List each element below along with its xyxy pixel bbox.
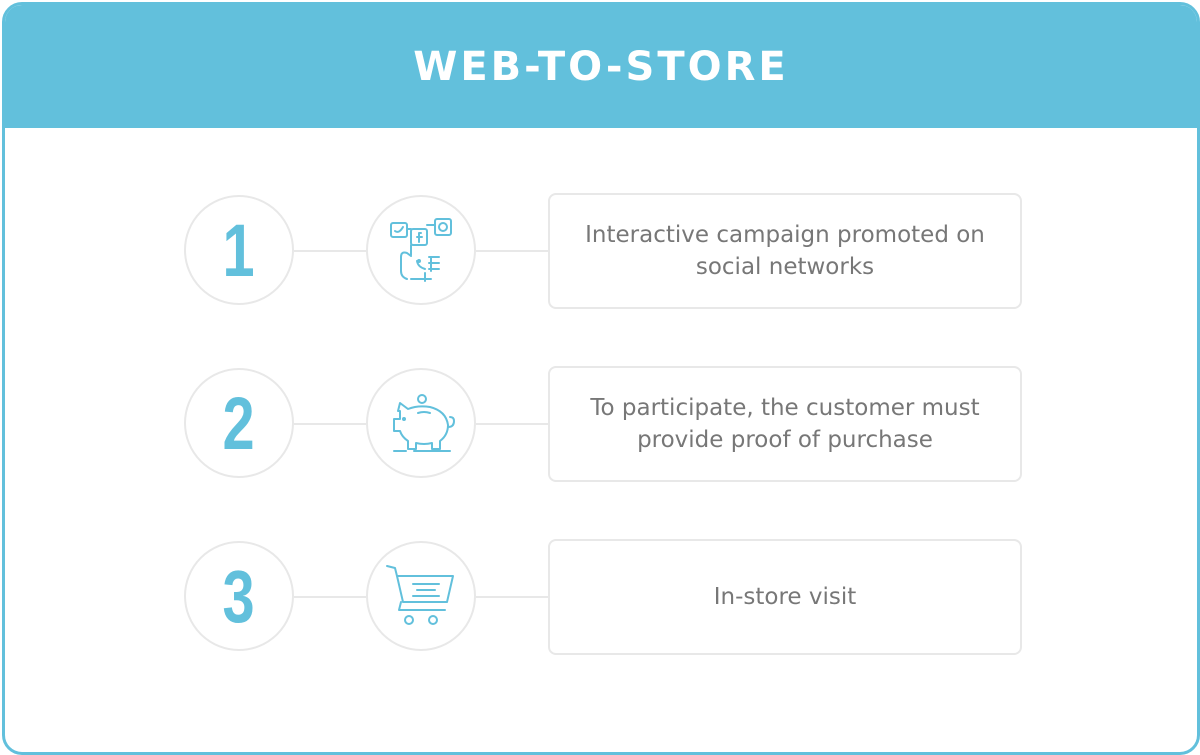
page-title: WEB-TO-STORE (413, 43, 789, 90)
connector-line (294, 423, 366, 425)
connector-line (476, 423, 548, 425)
step-number-circle: 2 (184, 368, 294, 478)
social-media-hand-icon (389, 217, 453, 283)
connector-line (294, 596, 366, 598)
step-number: 1 (222, 208, 256, 292)
step-icon-circle (366, 541, 476, 651)
shopping-cart-icon (385, 564, 457, 628)
step-description: Interactive campaign promoted on social … (548, 193, 1022, 309)
step-number: 3 (222, 554, 256, 638)
step-number: 2 (222, 381, 256, 465)
connector-line (476, 596, 548, 598)
step-row-3: 3 In-store visit (5, 538, 1197, 658)
step-row-2: 2 To participate, the customer must prov… (5, 365, 1197, 485)
step-number-circle: 3 (184, 541, 294, 651)
step-description: To participate, the customer must provid… (548, 366, 1022, 482)
step-icon-circle (366, 195, 476, 305)
step-description: In-store visit (548, 539, 1022, 655)
step-number-circle: 1 (184, 195, 294, 305)
connector-line (294, 250, 366, 252)
header-banner: WEB-TO-STORE (5, 5, 1197, 128)
step-icon-circle (366, 368, 476, 478)
connector-line (476, 250, 548, 252)
step-row-1: 1 Interactive campaign promoted on socia (5, 192, 1197, 312)
piggy-bank-icon (384, 393, 458, 453)
